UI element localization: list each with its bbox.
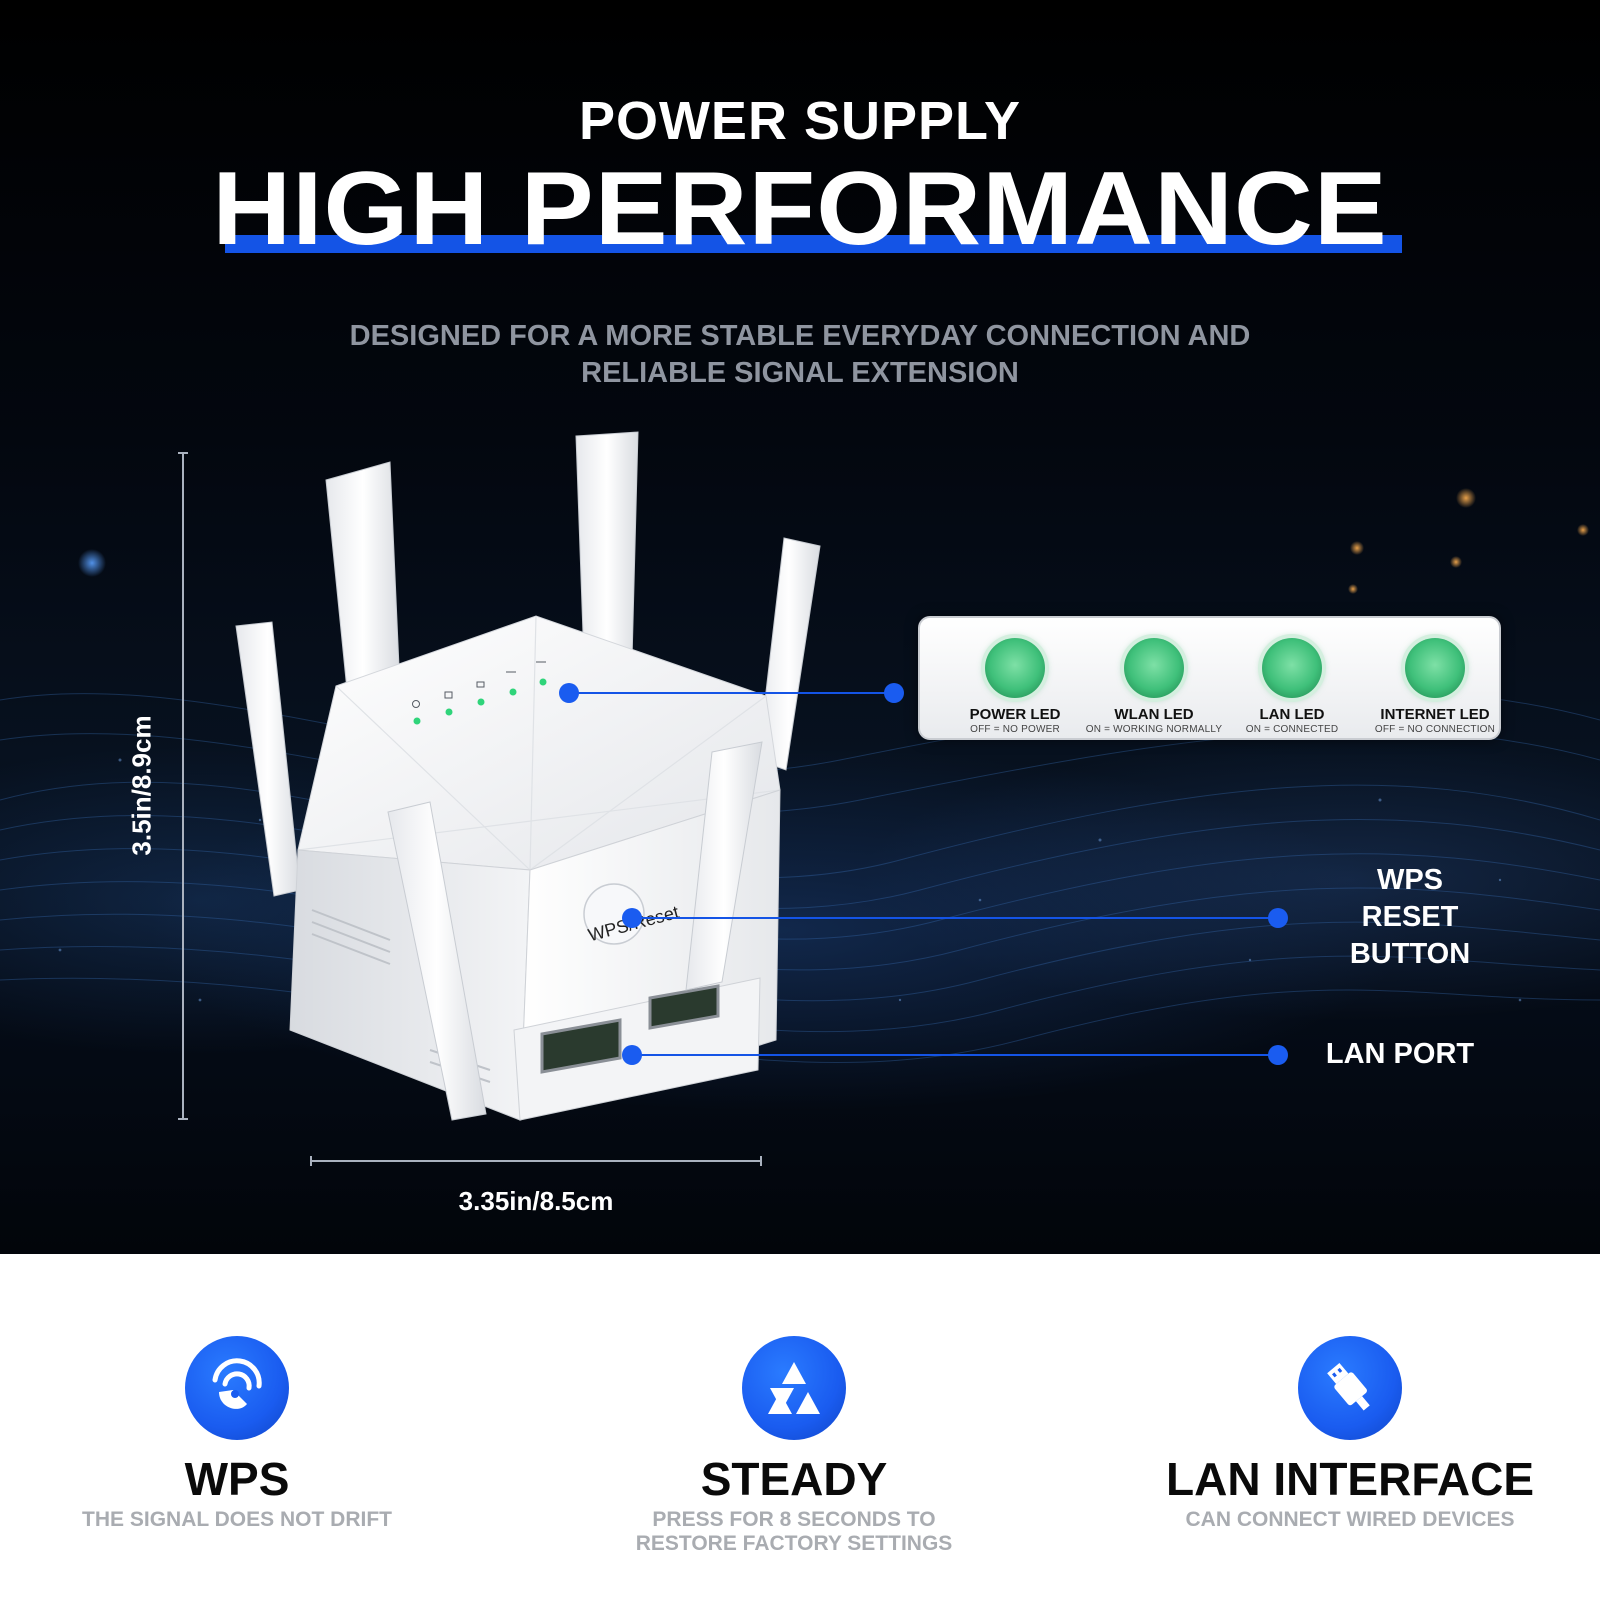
- led-desc: ON = CONNECTED: [1245, 724, 1339, 735]
- lan-led-icon: [1262, 638, 1322, 698]
- height-dimension-line: [182, 452, 184, 1120]
- antenna-back-center: [575, 431, 639, 663]
- wps-callout-dot-start: [622, 908, 642, 928]
- title-high-performance-wrap: HIGH PERFORMANCE: [0, 150, 1600, 269]
- feature-desc: THE SIGNAL DOES NOT DRIFT: [27, 1508, 447, 1532]
- feature-desc-line-1: CAN CONNECT WIRED DEVICES: [1185, 1508, 1515, 1531]
- led-desc: OFF = NO CONNECTION: [1374, 724, 1496, 735]
- width-dimension-label: 3.35in/8.5cm: [458, 1186, 614, 1216]
- led-name: LAN LED: [1259, 706, 1325, 723]
- wps-reset-callout-label: WPS RESET BUTTON: [1300, 862, 1520, 973]
- lan-port-callout-label: LAN PORT: [1325, 1038, 1475, 1070]
- led-item-wlan: WLAN LED ON = WORKING NORMALLY: [1074, 638, 1234, 735]
- title-power-supply: POWER SUPPLY: [578, 91, 1022, 151]
- power-led-icon: [985, 638, 1045, 698]
- signal-dish-icon: [185, 1336, 289, 1440]
- height-dimension-cap-top: [178, 452, 188, 454]
- feature-desc-line-1: PRESS FOR 8 SECONDS TO: [652, 1508, 936, 1531]
- title-underline-bar: [225, 235, 1402, 253]
- feature-desc-line-1: THE SIGNAL DOES NOT DRIFT: [82, 1508, 392, 1531]
- wps-callout-line-1: WPS: [1376, 864, 1444, 896]
- lan-callout-dot-start: [622, 1045, 642, 1065]
- feature-title: LAN INTERFACE: [1166, 1453, 1534, 1505]
- subtitle: DESIGNED FOR A MORE STABLE EVERYDAY CONN…: [0, 318, 1600, 392]
- led-callout-dot-start: [559, 683, 579, 703]
- feature-title: STEADY: [700, 1453, 888, 1505]
- wps-callout-line: [632, 917, 1282, 919]
- led-item-power: POWER LED OFF = NO POWER: [935, 638, 1095, 735]
- height-dimension-cap-bottom: [178, 1118, 188, 1120]
- internet-led-icon: [1405, 638, 1465, 698]
- antenna-back-right: [757, 537, 821, 771]
- led-legend-panel: POWER LED OFF = NO POWER WLAN LED ON = W…: [918, 616, 1501, 740]
- antenna-front-left: [387, 801, 487, 1121]
- lan-callout-line: [632, 1054, 1282, 1056]
- feature-desc: CAN CONNECT WIRED DEVICES: [1140, 1508, 1560, 1532]
- width-dimension-cap-left: [310, 1156, 312, 1166]
- led-name: POWER LED: [969, 706, 1061, 723]
- wps-callout-dot-end: [1268, 908, 1288, 928]
- title-high-performance: HIGH PERFORMANCE: [212, 151, 1388, 267]
- led-name: INTERNET LED: [1380, 706, 1490, 723]
- led-desc: OFF = NO POWER: [970, 724, 1060, 735]
- led-callout-line: [568, 692, 894, 694]
- wan-port: [540, 1018, 622, 1074]
- subtitle-line-2: RELIABLE SIGNAL EXTENSION: [581, 357, 1019, 389]
- feature-lan-interface: LAN INTERFACE CAN CONNECT WIRED DEVICES: [1140, 1336, 1560, 1532]
- antenna-left: [235, 621, 301, 897]
- feature-wps: WPS THE SIGNAL DOES NOT DRIFT: [27, 1336, 447, 1532]
- device-status-leds: [413, 678, 547, 725]
- led-name: WLAN LED: [1114, 706, 1194, 723]
- width-dimension-cap-right: [760, 1156, 762, 1166]
- antenna-back-left: [325, 461, 401, 701]
- router-device-image: [235, 431, 821, 1121]
- height-dimension-label: 3.5in/8.9cm: [126, 715, 157, 856]
- antenna-front-right: [685, 741, 763, 991]
- feature-desc: PRESS FOR 8 SECONDS TO RESTORE FACTORY S…: [584, 1508, 1004, 1556]
- subtitle-line-1: DESIGNED FOR A MORE STABLE EVERYDAY CONN…: [349, 320, 1251, 352]
- led-callout-dot-end: [884, 683, 904, 703]
- wlan-led-icon: [1124, 638, 1184, 698]
- led-desc: ON = WORKING NORMALLY: [1085, 724, 1223, 735]
- hero-section: POWER SUPPLY HIGH PERFORMANCE DESIGNED F…: [0, 0, 1600, 1254]
- feature-title: WPS: [184, 1453, 290, 1505]
- width-dimension-line: [310, 1160, 762, 1162]
- feature-steady: STEADY PRESS FOR 8 SECONDS TO RESTORE FA…: [584, 1336, 1004, 1556]
- wps-reset-button: [583, 883, 645, 945]
- lan-port: [648, 984, 720, 1030]
- feature-desc-line-2: RESTORE FACTORY SETTINGS: [635, 1532, 953, 1555]
- wps-callout-line-2: RESET BUTTON: [1349, 901, 1471, 970]
- led-item-internet: INTERNET LED OFF = NO CONNECTION: [1355, 638, 1515, 735]
- triangles-icon: [742, 1336, 846, 1440]
- led-item-lan: LAN LED ON = CONNECTED: [1212, 638, 1372, 735]
- usb-plug-icon: [1298, 1336, 1402, 1440]
- lan-callout-dot-end: [1268, 1045, 1288, 1065]
